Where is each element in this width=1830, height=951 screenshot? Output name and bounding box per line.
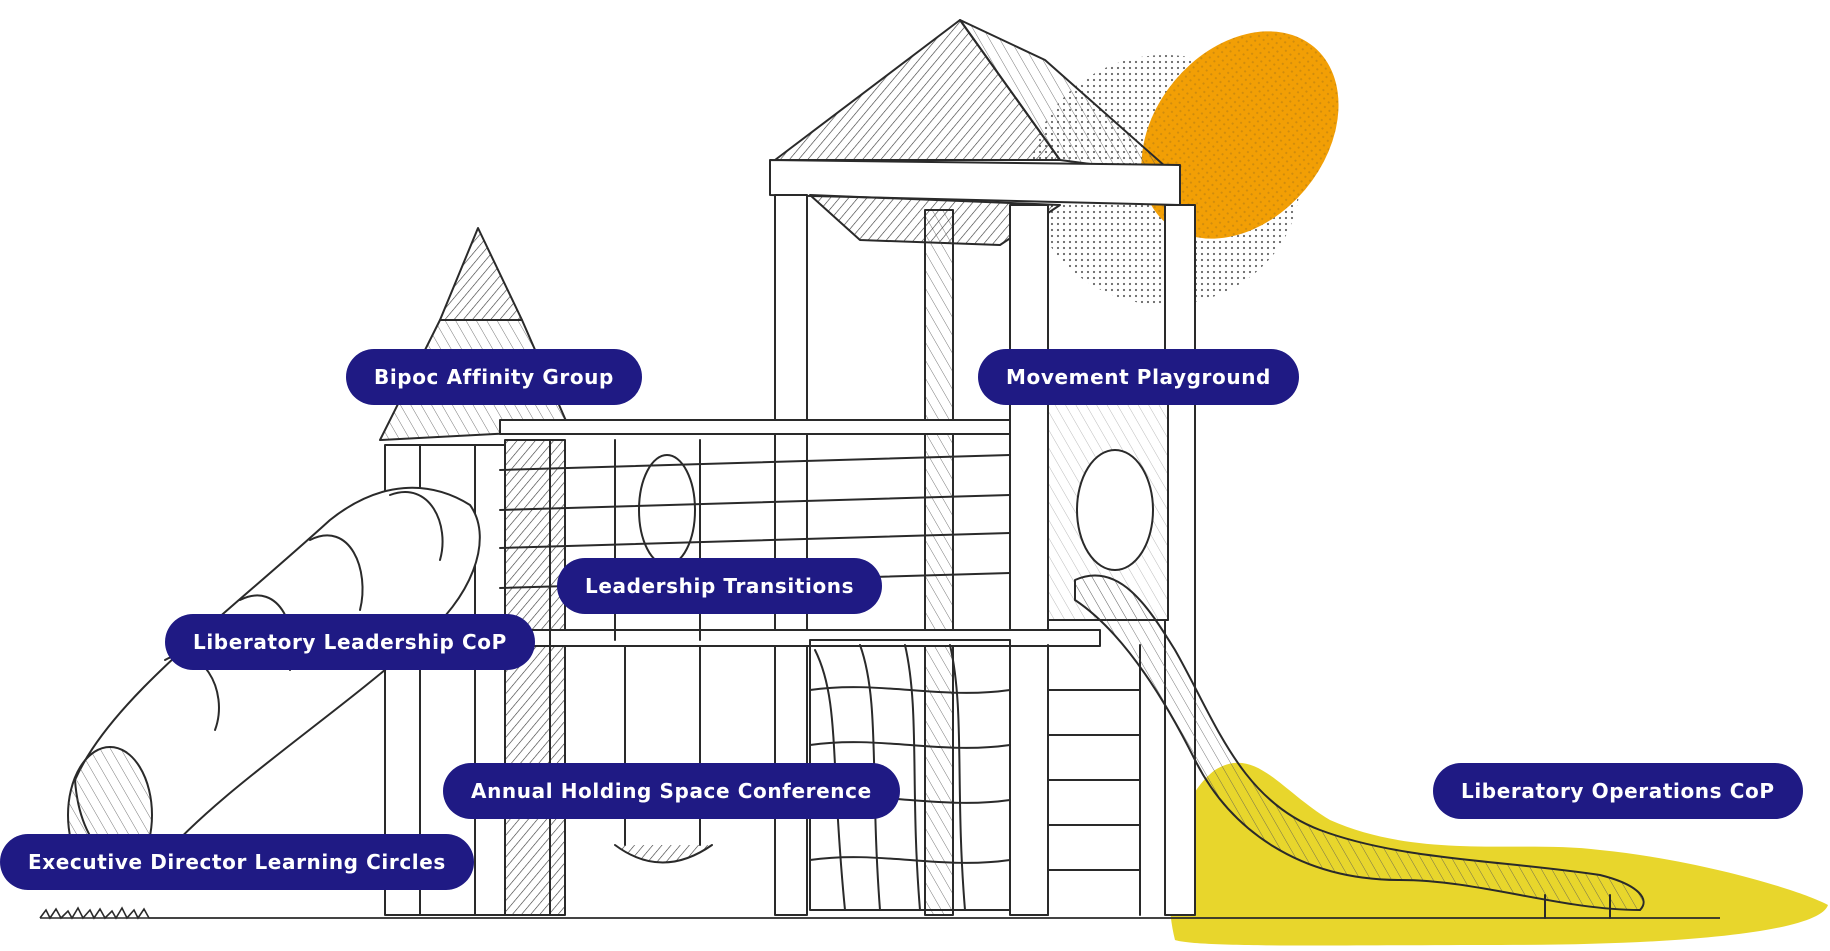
annual-holding-space-conference-button[interactable]: Annual Holding Space Conference <box>443 763 900 819</box>
movement-playground-button[interactable]: Movement Playground <box>978 349 1299 405</box>
liberatory-operations-cop-button[interactable]: Liberatory Operations CoP <box>1433 763 1803 819</box>
bipoc-affinity-group-button[interactable]: Bipoc Affinity Group <box>346 349 642 405</box>
wavy-slide-icon <box>1074 574 1645 919</box>
tower-roof-icon <box>769 19 1181 246</box>
climbing-net-icon <box>809 639 1011 911</box>
swing-icon <box>614 645 713 864</box>
liberatory-leadership-cop-button[interactable]: Liberatory Leadership CoP <box>165 614 535 670</box>
executive-director-learning-circles-button[interactable]: Executive Director Learning Circles <box>0 834 474 890</box>
grass-icon <box>39 906 1720 920</box>
leadership-transitions-button[interactable]: Leadership Transitions <box>557 558 883 614</box>
railing <box>499 419 1101 916</box>
ladder-icon <box>1047 644 1141 916</box>
ground-highlight <box>1169 762 1828 946</box>
